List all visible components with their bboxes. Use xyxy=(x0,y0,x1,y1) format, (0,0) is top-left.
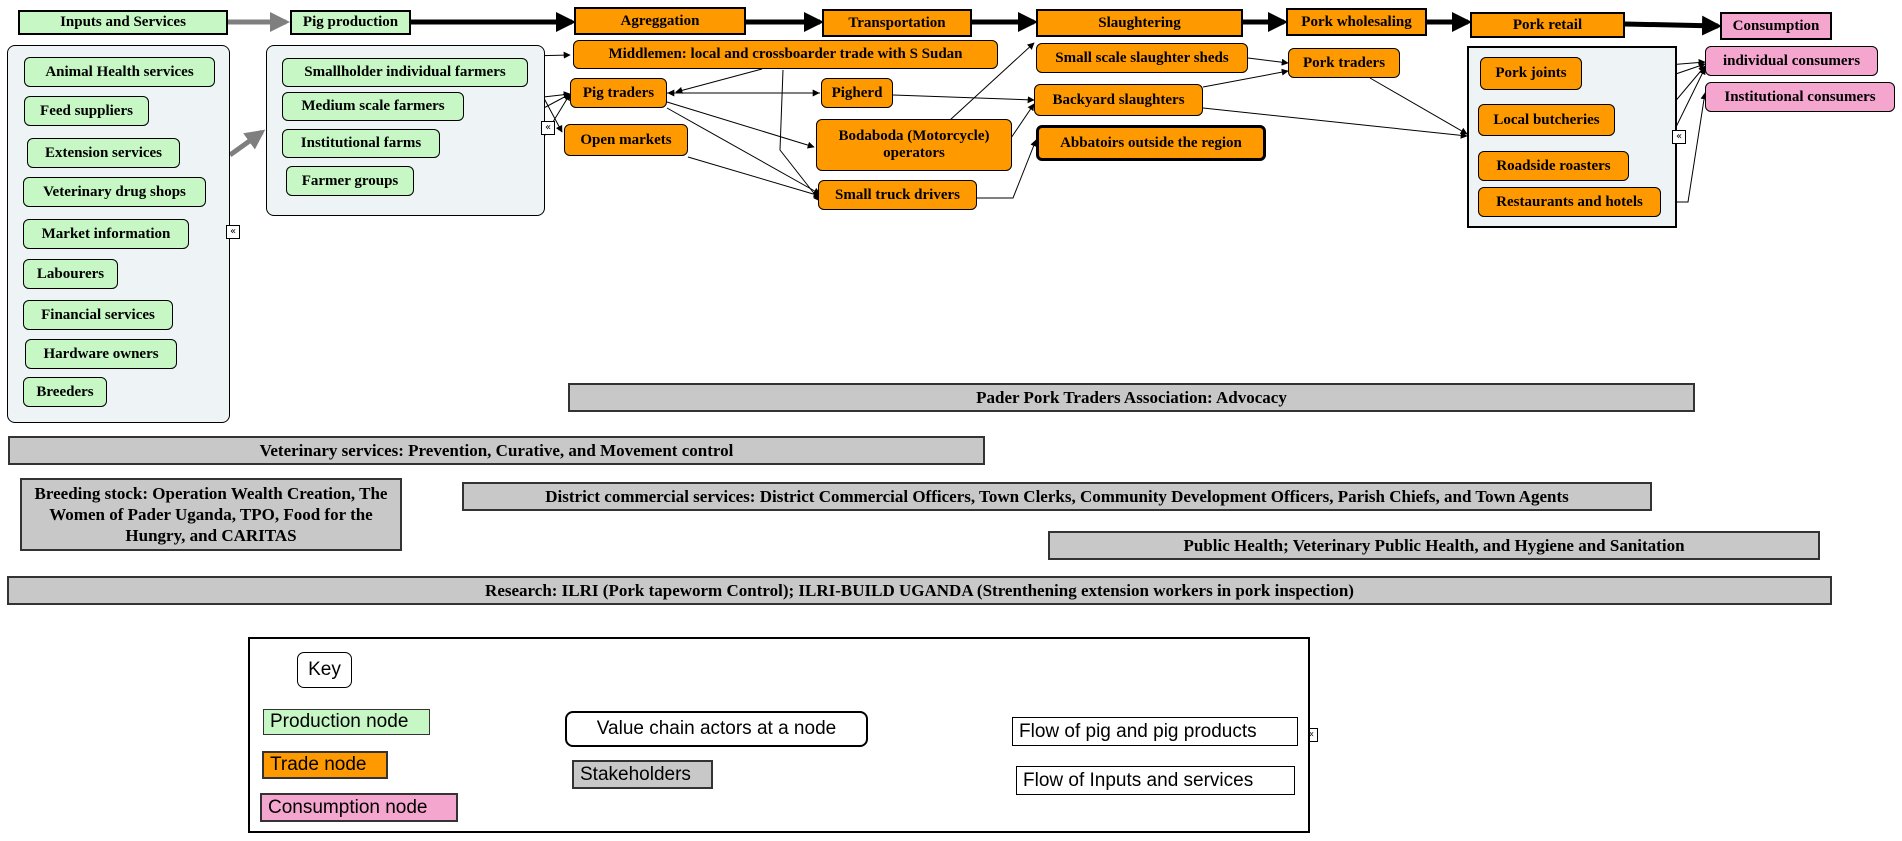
input-arrow-group xyxy=(228,129,266,158)
actor-open-markets: Open markets xyxy=(564,124,688,156)
actor-medium-scale-farmers: Medium scale farmers xyxy=(282,92,464,121)
stakeholder-breeding-stock: Breeding stock: Operation Wealth Creatio… xyxy=(20,478,402,551)
actor-institutional-farms: Institutional farms xyxy=(282,129,440,158)
stage-pork-wholesaling: Pork wholesaling xyxy=(1286,8,1427,36)
actor-animal-health: Animal Health services xyxy=(24,57,215,87)
actor-pork-traders: Pork traders xyxy=(1288,48,1400,78)
key-consumption-node: Consumption node xyxy=(260,793,458,822)
actor-pork-joints: Pork joints xyxy=(1480,57,1582,90)
stage-pig-production: Pig production xyxy=(290,10,411,35)
actor-pigherd: Pigherd xyxy=(821,78,893,108)
stakeholder-advocacy: Pader Pork Traders Association: Advocacy xyxy=(568,383,1695,412)
actor-pig-traders: Pig traders xyxy=(570,78,667,108)
stage-pork-retail: Pork retail xyxy=(1470,12,1625,38)
actor-feed-suppliers: Feed suppliers xyxy=(24,96,149,126)
actor-backyard-slaughters: Backyard slaughters xyxy=(1034,84,1203,116)
stakeholder-research: Research: ILRI (Pork tapeworm Control); … xyxy=(7,576,1832,605)
key-flow-pig-products: Flow of pig and pig products xyxy=(1012,717,1298,746)
stage-transportation: Transportation xyxy=(822,9,972,37)
key-flow-inputs-services: Flow of Inputs and services xyxy=(1016,766,1295,795)
actor-institutional-consumers: Institutional consumers xyxy=(1705,82,1895,112)
stage-aggregation: Agreggation xyxy=(574,7,746,35)
actor-abattoirs: Abbatoirs outside the region xyxy=(1036,125,1266,161)
actor-individual-consumers: individual consumers xyxy=(1705,46,1878,76)
legend-key: Key Production node Trade node Consumpti… xyxy=(248,637,1310,833)
key-production-node: Production node xyxy=(263,709,430,735)
actor-market-information: Market information xyxy=(23,219,189,249)
actor-local-butcheries: Local butcheries xyxy=(1478,104,1615,136)
actor-small-truck-drivers: Small truck drivers xyxy=(818,180,977,210)
collapse-production-icon[interactable]: « xyxy=(541,121,555,135)
flow-arrow-retail-consumption xyxy=(1624,15,1722,36)
key-stakeholders: Stakeholders xyxy=(572,760,713,789)
actor-bodaboda: Bodaboda (Motorcycle) operators xyxy=(816,119,1012,171)
stakeholder-district-commercial: District commercial services: District C… xyxy=(462,482,1652,511)
key-value-chain-actors: Value chain actors at a node xyxy=(565,711,868,747)
actor-labourers: Labourers xyxy=(23,259,118,289)
stage-consumption: Consumption xyxy=(1720,12,1832,40)
actor-roadside-roasters: Roadside roasters xyxy=(1478,151,1629,181)
actor-smallholder-farmers: Smallholder individual farmers xyxy=(282,58,528,87)
actor-financial-services: Financial services xyxy=(23,300,173,330)
actor-hardware-owners: Hardware owners xyxy=(25,339,177,369)
input-flow-arrows xyxy=(228,12,290,158)
actor-veterinary-drug-shops: Veterinary drug shops xyxy=(23,177,206,207)
stakeholder-veterinary: Veterinary services: Prevention, Curativ… xyxy=(8,436,985,465)
actor-farmer-groups: Farmer groups xyxy=(286,166,414,196)
stakeholder-public-health: Public Health; Veterinary Public Health,… xyxy=(1048,531,1820,560)
key-title: Key xyxy=(297,652,352,688)
key-trade-node: Trade node xyxy=(262,751,388,779)
actor-restaurants-hotels: Restaurants and hotels xyxy=(1478,187,1661,217)
actor-slaughter-sheds: Small scale slaughter sheds xyxy=(1036,43,1248,73)
actor-breeders: Breeders xyxy=(23,377,107,407)
collapse-retail-icon[interactable]: « xyxy=(1672,130,1686,144)
actor-middlemen: Middlemen: local and crossboarder trade … xyxy=(573,40,998,69)
main-flow-arrows xyxy=(411,12,1722,36)
stage-inputs-services: Inputs and Services xyxy=(18,10,228,35)
collapse-inputs-icon[interactable]: « xyxy=(226,225,240,239)
actor-extension-services: Extension services xyxy=(27,138,180,168)
stage-slaughtering: Slaughtering xyxy=(1036,9,1243,37)
